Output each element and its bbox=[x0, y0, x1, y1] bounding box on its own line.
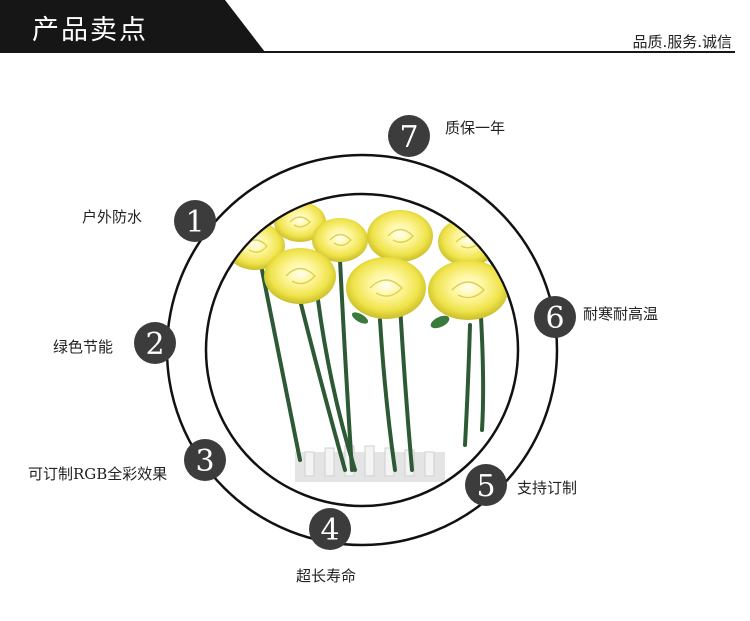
feature-label-3: 可订制RGB全彩效果 bbox=[28, 465, 168, 483]
feature-label-7: 质保一年 bbox=[445, 119, 506, 137]
page-title: 产品卖点 bbox=[32, 15, 148, 46]
product-image bbox=[225, 202, 508, 482]
svg-text:3: 3 bbox=[195, 444, 214, 479]
header: 产品卖点 品质.服务.诚信 bbox=[0, 0, 750, 54]
rose-leaves bbox=[351, 312, 450, 329]
svg-text:7: 7 bbox=[399, 120, 418, 155]
svg-text:4: 4 bbox=[320, 513, 339, 548]
feature-label-2: 绿色节能 bbox=[53, 338, 114, 356]
feature-badge-2: 2 bbox=[134, 322, 176, 364]
feature-badge-6: 6 bbox=[534, 296, 576, 338]
feature-badge-5: 5 bbox=[465, 464, 507, 506]
feature-label-5: 支持订制 bbox=[517, 479, 578, 497]
svg-text:1: 1 bbox=[185, 205, 204, 240]
feature-label-4: 超长寿命 bbox=[296, 567, 357, 585]
header-divider bbox=[0, 51, 735, 53]
header-slogan: 品质.服务.诚信 bbox=[632, 33, 732, 51]
feature-badge-3: 3 bbox=[184, 439, 226, 481]
rose-stems bbox=[260, 258, 486, 472]
svg-text:2: 2 bbox=[145, 327, 164, 362]
header-title-bar bbox=[0, 0, 265, 52]
feature-badge-4: 4 bbox=[309, 508, 351, 550]
rose-heads bbox=[225, 202, 508, 320]
feature-badge-7: 7 bbox=[388, 115, 430, 157]
feature-label-1: 户外防水 bbox=[82, 208, 143, 226]
feature-badge-1: 1 bbox=[174, 200, 216, 242]
feature-label-6: 耐寒耐高温 bbox=[583, 305, 659, 323]
svg-text:6: 6 bbox=[545, 301, 564, 336]
svg-text:5: 5 bbox=[476, 469, 495, 504]
